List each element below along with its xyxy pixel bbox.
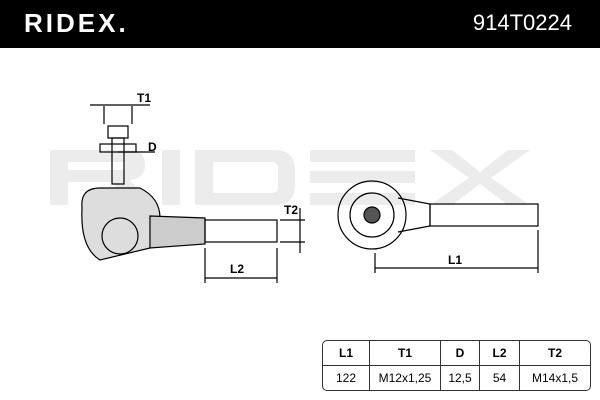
cell: 12,5 xyxy=(441,366,480,390)
part-number: 914T0224 xyxy=(472,10,572,35)
cell: 54 xyxy=(480,366,520,390)
side-view xyxy=(81,104,305,283)
brand-logo: RIDEX. xyxy=(24,8,129,38)
top-view xyxy=(337,180,539,273)
cell: M14x1,5 xyxy=(531,371,579,385)
label-t2: T2 xyxy=(284,203,298,217)
label-t1: T1 xyxy=(137,91,151,105)
col-header: L2 xyxy=(480,341,520,366)
label-l1: L1 xyxy=(448,253,462,267)
label-d: D xyxy=(148,140,157,154)
technical-drawing: T1 D T2 L2 L1 xyxy=(81,91,539,283)
cell: 122 xyxy=(323,366,370,390)
table-header-row: L1 T1 D L2 T2 xyxy=(323,341,590,366)
table-row: 122 M12x1,25 12,5 54 M14x1,5 xyxy=(323,366,590,390)
dimensions-table: L1 T1 D L2 T2 122 M12x1,25 12,5 54 M14x1… xyxy=(322,340,591,391)
label-l2: L2 xyxy=(230,262,244,276)
header-bar: RIDEX. 914T0224 xyxy=(0,0,600,48)
col-header: L1 xyxy=(323,341,370,366)
cell: M12x1,25 xyxy=(370,366,441,390)
col-header: T1 xyxy=(370,341,441,366)
col-header: D xyxy=(441,341,480,366)
col-header: T2 xyxy=(520,341,590,366)
